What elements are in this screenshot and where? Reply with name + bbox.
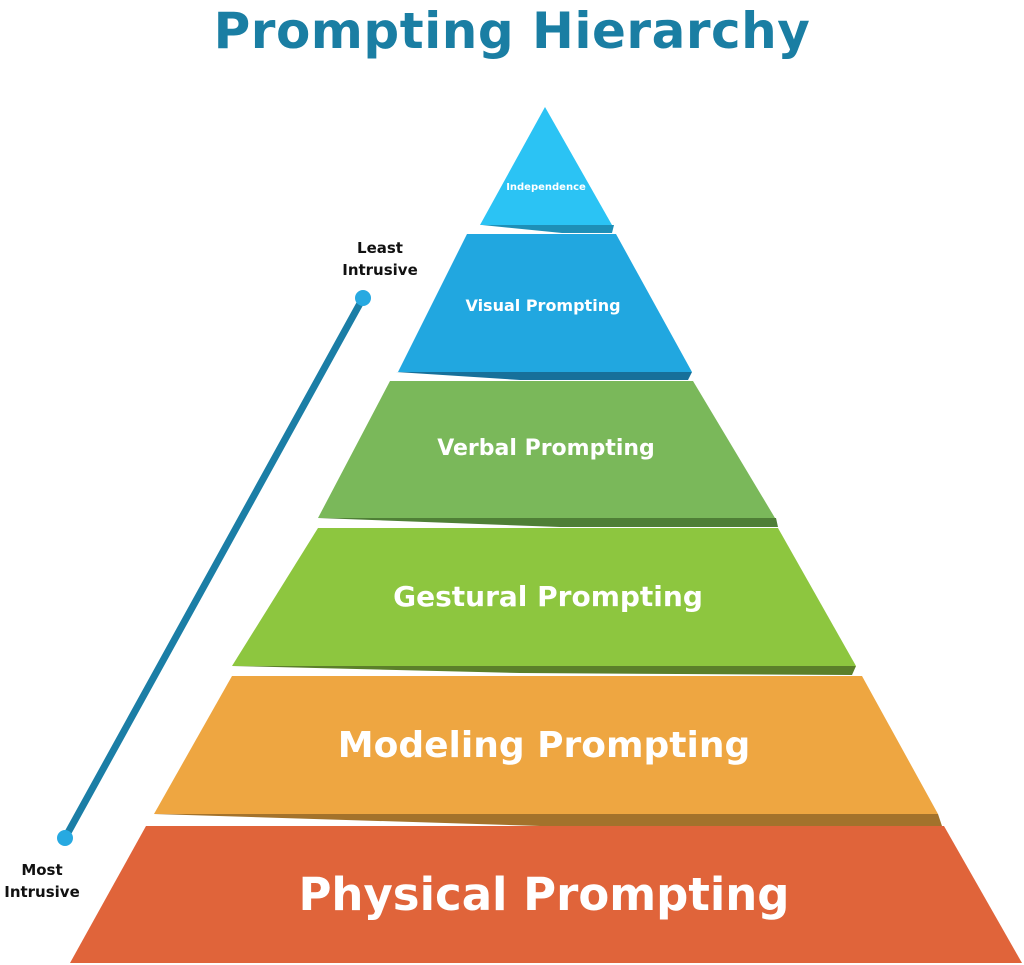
- level-band: [154, 676, 938, 814]
- level-band: [232, 528, 856, 666]
- least-intrusive-line2: Intrusive: [342, 261, 418, 279]
- level-shadow: [482, 225, 614, 233]
- level-band: [480, 107, 612, 225]
- level-band: [318, 381, 775, 518]
- level-label: Modeling Prompting: [338, 725, 750, 766]
- most-intrusive-line2: Intrusive: [4, 883, 80, 901]
- pyramid-level-modeling-prompting: Modeling Prompting: [154, 676, 942, 826]
- most-intrusive-label: Most Intrusive: [0, 859, 84, 903]
- most-intrusive-line1: Most: [21, 861, 63, 879]
- pyramid-level-visual-prompting: Visual Prompting: [396, 234, 692, 380]
- level-label: Gestural Prompting: [393, 580, 703, 613]
- pyramid-level-independence: Independence: [480, 107, 614, 233]
- level-shadow: [154, 814, 942, 826]
- level-shadow: [396, 372, 692, 380]
- level-shadow: [318, 518, 778, 527]
- level-band: [70, 826, 1022, 963]
- least-intrusive-line1: Least: [357, 239, 403, 257]
- page-title: Prompting Hierarchy: [213, 2, 811, 60]
- least-intrusive-label: Least Intrusive: [330, 237, 430, 281]
- intrusiveness-scale: [57, 290, 371, 846]
- level-band: [398, 234, 692, 372]
- level-label: Verbal Prompting: [437, 436, 655, 461]
- most-intrusive-dot: [57, 830, 73, 846]
- level-label: Independence: [506, 182, 586, 193]
- level-label: Visual Prompting: [465, 296, 620, 315]
- pyramid-level-verbal-prompting: Verbal Prompting: [318, 381, 778, 527]
- pyramid-level-physical-prompting: Physical Prompting: [70, 826, 1022, 963]
- level-shadow: [232, 666, 856, 675]
- least-intrusive-dot: [355, 290, 371, 306]
- level-label: Physical Prompting: [298, 868, 789, 921]
- intrusiveness-scale-line: [61, 294, 367, 842]
- pyramid-level-gestural-prompting: Gestural Prompting: [232, 528, 856, 675]
